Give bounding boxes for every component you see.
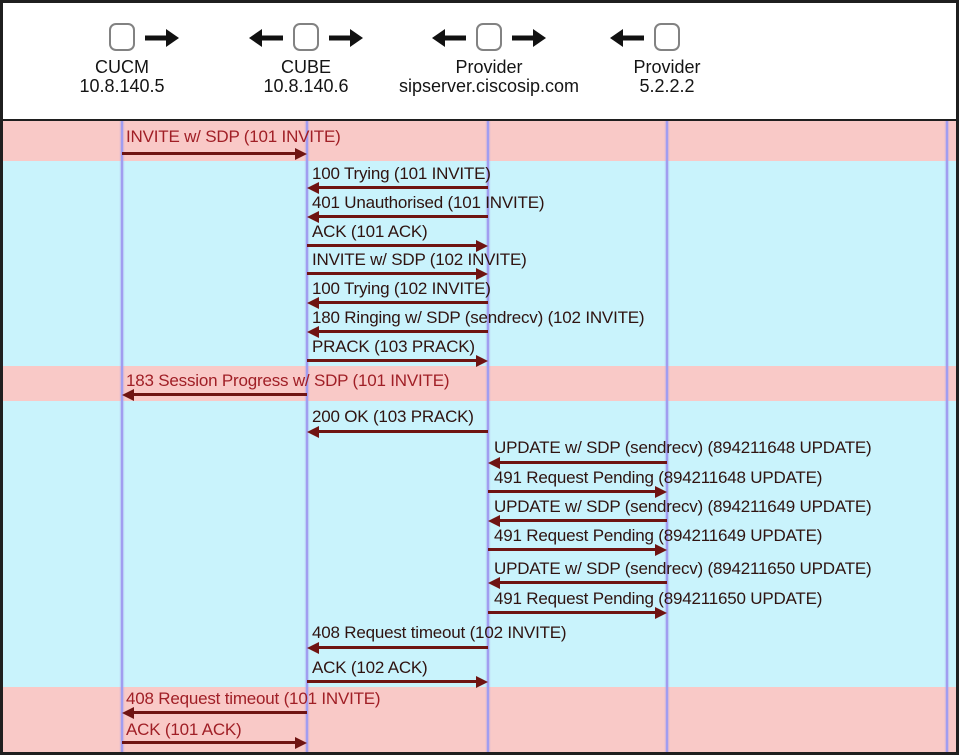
flow-right-arrow-icon <box>144 28 180 48</box>
arrowhead-right-icon <box>655 544 667 556</box>
message-arrow-line <box>317 215 488 218</box>
endpoint-icon <box>109 23 135 51</box>
message-label-15[interactable]: 491 Request Pending (894211650 UPDATE) <box>494 589 823 608</box>
message-arrow-line <box>498 519 667 522</box>
arrowhead-left-icon <box>307 326 319 338</box>
message-label-10[interactable]: UPDATE w/ SDP (sendrecv) (894211648 UPDA… <box>494 438 872 457</box>
arrowhead-left-icon <box>488 457 500 469</box>
message-label-9[interactable]: 200 OK (103 PRACK) <box>312 407 474 426</box>
message-arrow-line <box>317 430 488 433</box>
arrowhead-left-icon <box>307 211 319 223</box>
message-arrow-line <box>307 272 478 275</box>
arrowhead-left-icon <box>488 515 500 527</box>
arrowhead-left-icon <box>307 426 319 438</box>
flow-right-arrow-icon <box>328 28 364 48</box>
arrowhead-left-icon <box>488 577 500 589</box>
flow-left-arrow-icon <box>609 28 645 48</box>
message-arrow-line <box>122 152 297 155</box>
arrowhead-right-icon <box>655 607 667 619</box>
endpoint-icon <box>654 23 680 51</box>
message-arrow-line <box>317 330 488 333</box>
message-label-13[interactable]: 491 Request Pending (894211649 UPDATE) <box>494 526 823 545</box>
message-label-3[interactable]: ACK (101 ACK) <box>312 222 428 241</box>
endpoint-icon <box>476 23 502 51</box>
message-label-0[interactable]: INVITE w/ SDP (101 INVITE) <box>126 127 341 146</box>
arrowhead-right-icon <box>476 268 488 280</box>
lifeline-4 <box>946 121 948 752</box>
lifeline-3 <box>666 121 668 752</box>
arrowhead-right-icon <box>655 486 667 498</box>
entity-name-provider-1: Provider <box>455 57 523 77</box>
arrowhead-left-icon <box>307 642 319 654</box>
endpoint-icon <box>293 23 319 51</box>
lifeline-0 <box>121 121 123 752</box>
message-flow-area: INVITE w/ SDP (101 INVITE) 100 Trying (10… <box>3 121 956 752</box>
message-label-18[interactable]: 408 Request timeout (101 INVITE) <box>126 689 381 708</box>
flow-right-arrow-icon <box>511 28 547 48</box>
message-label-11[interactable]: 491 Request Pending (894211648 UPDATE) <box>494 468 823 487</box>
phase-band-cyan <box>3 401 956 687</box>
message-arrow-line <box>307 359 478 362</box>
message-arrow-line <box>307 680 478 683</box>
arrowhead-right-icon <box>295 737 307 749</box>
message-label-5[interactable]: 100 Trying (102 INVITE) <box>312 279 491 298</box>
message-arrow-line <box>498 581 667 584</box>
message-label-8[interactable]: 183 Session Progress w/ SDP (101 INVITE) <box>126 371 450 390</box>
entity-name-cucm: CUCM <box>95 57 149 77</box>
arrowhead-right-icon <box>476 676 488 688</box>
message-arrow-line <box>317 186 488 189</box>
message-arrow-line <box>307 244 478 247</box>
message-label-19[interactable]: ACK (101 ACK) <box>126 720 242 739</box>
message-label-17[interactable]: ACK (102 ACK) <box>312 658 428 677</box>
arrowhead-right-icon <box>295 148 307 160</box>
message-label-1[interactable]: 100 Trying (101 INVITE) <box>312 164 491 183</box>
message-label-7[interactable]: PRACK (103 PRACK) <box>312 337 475 356</box>
message-label-14[interactable]: UPDATE w/ SDP (sendrecv) (894211650 UPDA… <box>494 559 872 578</box>
message-arrow-line <box>132 711 307 714</box>
message-label-12[interactable]: UPDATE w/ SDP (sendrecv) (894211649 UPDA… <box>494 497 872 516</box>
arrowhead-right-icon <box>476 240 488 252</box>
entity-name-provider-2: Provider <box>633 57 701 77</box>
arrowhead-right-icon <box>476 355 488 367</box>
entity-address-cucm: 10.8.140.5 <box>79 76 165 96</box>
message-label-6[interactable]: 180 Ringing w/ SDP (sendrecv) (102 INVIT… <box>312 308 645 327</box>
arrowhead-left-icon <box>307 182 319 194</box>
entity-address-provider-1: sipserver.ciscosip.com <box>398 76 580 96</box>
message-arrow-line <box>317 301 488 304</box>
arrowhead-left-icon <box>122 707 134 719</box>
entity-address-cube: 10.8.140.6 <box>263 76 349 96</box>
arrowhead-left-icon <box>122 389 134 401</box>
message-arrow-line <box>122 741 297 744</box>
header-separator <box>3 119 956 121</box>
message-label-16[interactable]: 408 Request timeout (102 INVITE) <box>312 623 567 642</box>
message-arrow-line <box>498 461 667 464</box>
entity-name-cube: CUBE <box>280 57 331 77</box>
message-arrow-line <box>488 611 657 614</box>
message-arrow-line <box>488 490 657 493</box>
flow-left-arrow-icon <box>248 28 284 48</box>
lifeline-2 <box>487 121 489 752</box>
message-label-4[interactable]: INVITE w/ SDP (102 INVITE) <box>312 250 527 269</box>
message-arrow-line <box>488 548 657 551</box>
flow-left-arrow-icon <box>431 28 467 48</box>
message-arrow-line <box>132 393 307 396</box>
message-arrow-line <box>317 646 488 649</box>
message-label-2[interactable]: 401 Unauthorised (101 INVITE) <box>312 193 545 212</box>
arrowhead-left-icon <box>307 297 319 309</box>
entity-address-provider-2: 5.2.2.2 <box>639 76 695 96</box>
